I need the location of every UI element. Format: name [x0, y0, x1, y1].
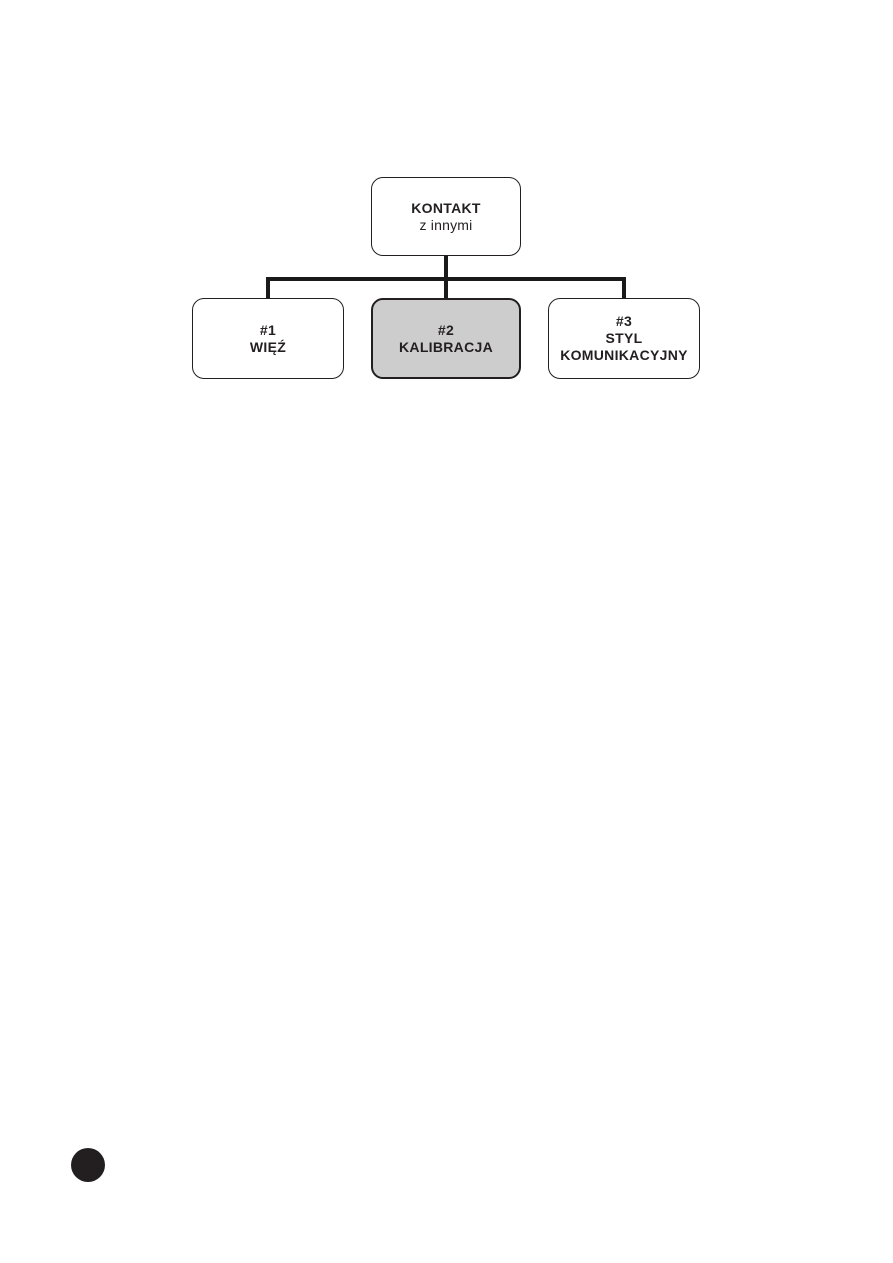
node-wiez: #1 WIĘŹ: [192, 298, 344, 379]
node-styl-number: #3: [615, 313, 633, 329]
node-wiez-number: #1: [259, 321, 277, 338]
connector-right-vertical: [622, 277, 626, 298]
node-kontakt-subtitle: z innymi: [419, 216, 473, 233]
node-wiez-label: WIĘŹ: [249, 338, 287, 355]
node-styl-label-line1: STYL: [605, 330, 643, 346]
node-kontakt-title: KONTAKT: [411, 199, 481, 216]
connector-horizontal: [266, 277, 626, 281]
connector-left-vertical: [266, 277, 270, 298]
connector-root-vertical: [444, 255, 448, 298]
page-marker-dot: [71, 1148, 105, 1182]
node-kalibracja: #2 KALIBRACJA: [371, 298, 521, 379]
node-styl-komunikacyjny: #3 STYL KOMUNIKACYJNY: [548, 298, 700, 379]
node-styl-label-line2: KOMUNIKACYJNY: [560, 347, 688, 363]
node-kalibracja-number: #2: [437, 321, 455, 338]
node-kontakt: KONTAKT z innymi: [371, 177, 521, 256]
node-kalibracja-label: KALIBRACJA: [399, 338, 493, 355]
